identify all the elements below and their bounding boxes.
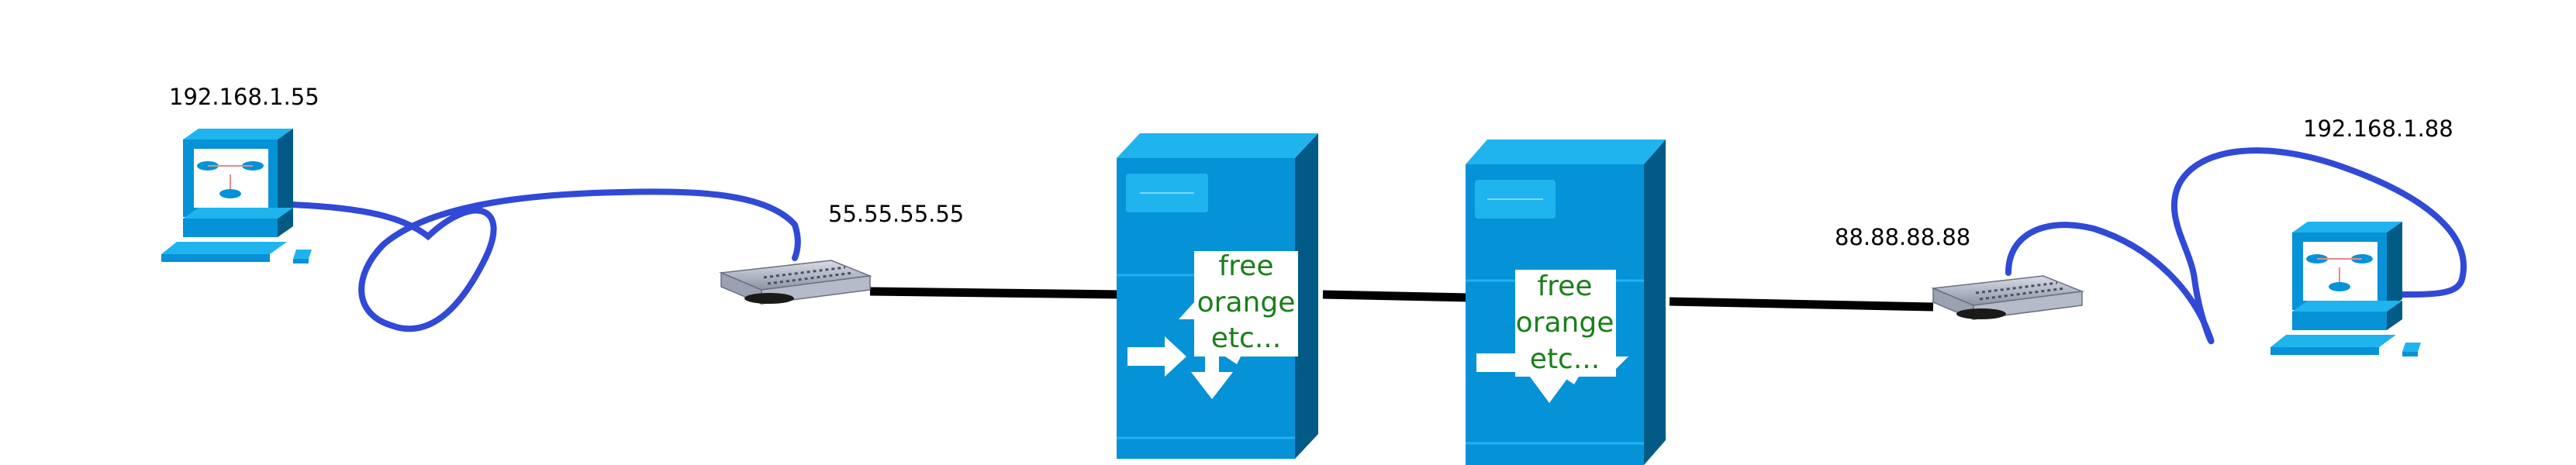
- server-tower-icon: [1117, 133, 1318, 459]
- modem-icon: [719, 260, 872, 305]
- left-workstation: 192.168.1.55: [161, 84, 319, 264]
- right-workstation: 192.168.1.88: [2270, 115, 2453, 356]
- right-lan-cable: [2005, 147, 2467, 345]
- isp-label-line-3: etc...: [1211, 322, 1281, 354]
- right-modem-ip-label: 88.88.88.88: [1835, 224, 1970, 250]
- modem-icon: [1931, 275, 2084, 321]
- isp-label-line-2: orange: [1197, 287, 1296, 319]
- workstation-icon: [2270, 222, 2421, 356]
- isp-label-callout: [1194, 251, 1298, 364]
- left-modem-ip-label: 55.55.55.55: [828, 201, 964, 227]
- isp-label-line-1: free: [1538, 270, 1593, 302]
- left-modem: 55.55.55.55: [719, 201, 964, 305]
- isp-label-callout: [1515, 270, 1616, 384]
- isp-server-right: free orange etc...: [1466, 140, 1666, 465]
- isp-server-left: free orange etc...: [1117, 133, 1318, 459]
- isp-label-line-2: orange: [1516, 307, 1614, 339]
- isp-label-line-1: free: [1219, 250, 1274, 282]
- wan-link-right: [1669, 297, 1934, 312]
- left-pc-ip-label: 192.168.1.55: [169, 84, 319, 110]
- left-lan-cable: [288, 188, 801, 332]
- right-pc-ip-label: 192.168.1.88: [2303, 115, 2453, 142]
- isp-label-pointer: [1616, 356, 1628, 369]
- isp-label-line-3: etc...: [1530, 343, 1600, 375]
- wan-link-left: [869, 287, 1123, 299]
- wan-link-middle: [1322, 290, 1470, 302]
- isp-label-pointer: [1179, 302, 1194, 319]
- workstation-icon: [161, 129, 312, 264]
- right-modem: 88.88.88.88: [1835, 224, 2084, 321]
